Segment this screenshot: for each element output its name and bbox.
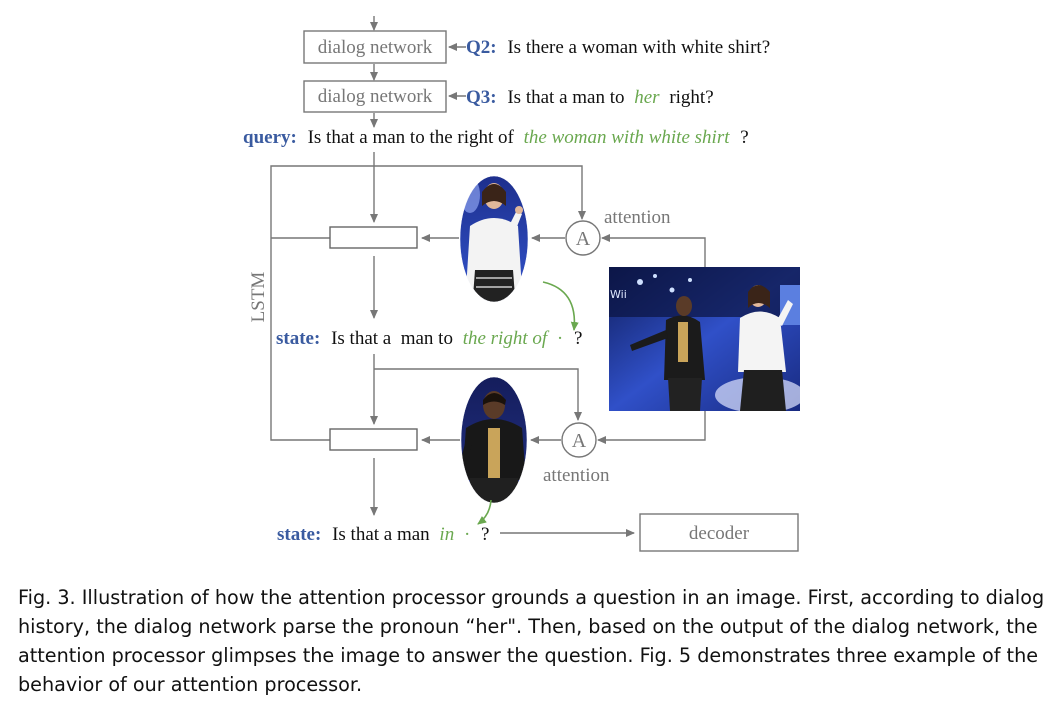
image-to-attention-1-arrow (601, 234, 706, 267)
dialog-network-label-1: dialog network (318, 37, 433, 58)
image-to-attention-2-arrow (597, 411, 706, 444)
attention-diagram: dialog network Q2: Is there a woman with… (243, 16, 800, 552)
q3-question: Q3: Is that a man to her right? (466, 87, 714, 108)
state-1-text: Is that a man to (331, 328, 453, 349)
state-1-line: state: Is that a man to the right of · ? (276, 328, 582, 349)
caption-line-3: attention processor glimpses the image t… (18, 644, 1039, 667)
lstm-loop (270, 165, 374, 441)
attention-crop-woman (459, 175, 529, 303)
query-highlight: the woman with white shirt (524, 127, 731, 148)
grounding-arrow-2 (477, 499, 492, 525)
q2-text: Is there a woman with white shirt? (507, 37, 770, 58)
attention-crop-man (460, 376, 528, 504)
query-text-after: ? (740, 127, 748, 148)
q2-label: Q2: (466, 37, 497, 58)
caption-line-1: Fig. 3. Illustration of how the attentio… (18, 586, 1045, 609)
state-2-placeholder: · (464, 524, 470, 545)
state-1-highlight: the right of (463, 328, 550, 349)
query-to-attention-1-arrow (374, 165, 586, 220)
state-2-label: state: (277, 524, 321, 545)
decoder-label: decoder (689, 523, 750, 544)
attention-node-1-label: A (576, 228, 591, 250)
q2-question: Q2: Is there a woman with white shirt? (466, 37, 770, 58)
state-1-to-attention-2-arrow (374, 368, 582, 421)
state-2-text-after: ? (481, 524, 489, 545)
svg-text:Wii: Wii (610, 288, 627, 301)
dialog-network-box-1 (303, 30, 447, 64)
lstm-cell-2 (329, 428, 418, 451)
figure-caption: Fig. 3. Illustration of how the attentio… (18, 583, 1045, 699)
state-1-text-after: ? (574, 328, 582, 349)
scene-photo-two-people: Wii (609, 267, 800, 411)
query-line: query: Is that a man to the right of the… (243, 127, 749, 148)
state-1-placeholder: · (557, 328, 563, 349)
state-2-text: Is that a man (332, 524, 430, 545)
attention-label-2: attention (543, 465, 610, 486)
query-text: Is that a man to the right of (308, 127, 515, 148)
lstm-cell-1 (329, 226, 418, 249)
state-2-line: state: Is that a man in · ? (277, 524, 489, 545)
dialog-network-label-2: dialog network (318, 86, 433, 107)
state-1-label: state: (276, 328, 320, 349)
lstm-label: LSTM (248, 272, 269, 323)
attention-label-1: attention (604, 207, 671, 228)
decoder-box (639, 513, 799, 552)
caption-line-4: behavior of our attention processor. (18, 673, 363, 696)
attention-node-1 (565, 220, 601, 256)
attention-node-2-label: A (572, 430, 587, 452)
grounding-arrow-1 (542, 281, 579, 331)
state-2-highlight: in (439, 524, 454, 545)
q3-label: Q3: (466, 87, 497, 108)
q3-text-before: Is that a man to (507, 87, 624, 108)
q3-text-after: right? (669, 87, 713, 108)
q3-highlight: her (634, 87, 660, 108)
dialog-network-box-2 (303, 80, 447, 113)
attention-node-2 (561, 422, 597, 458)
query-label: query: (243, 127, 297, 148)
caption-line-2: history, the dialog network parse the pr… (18, 615, 1038, 638)
